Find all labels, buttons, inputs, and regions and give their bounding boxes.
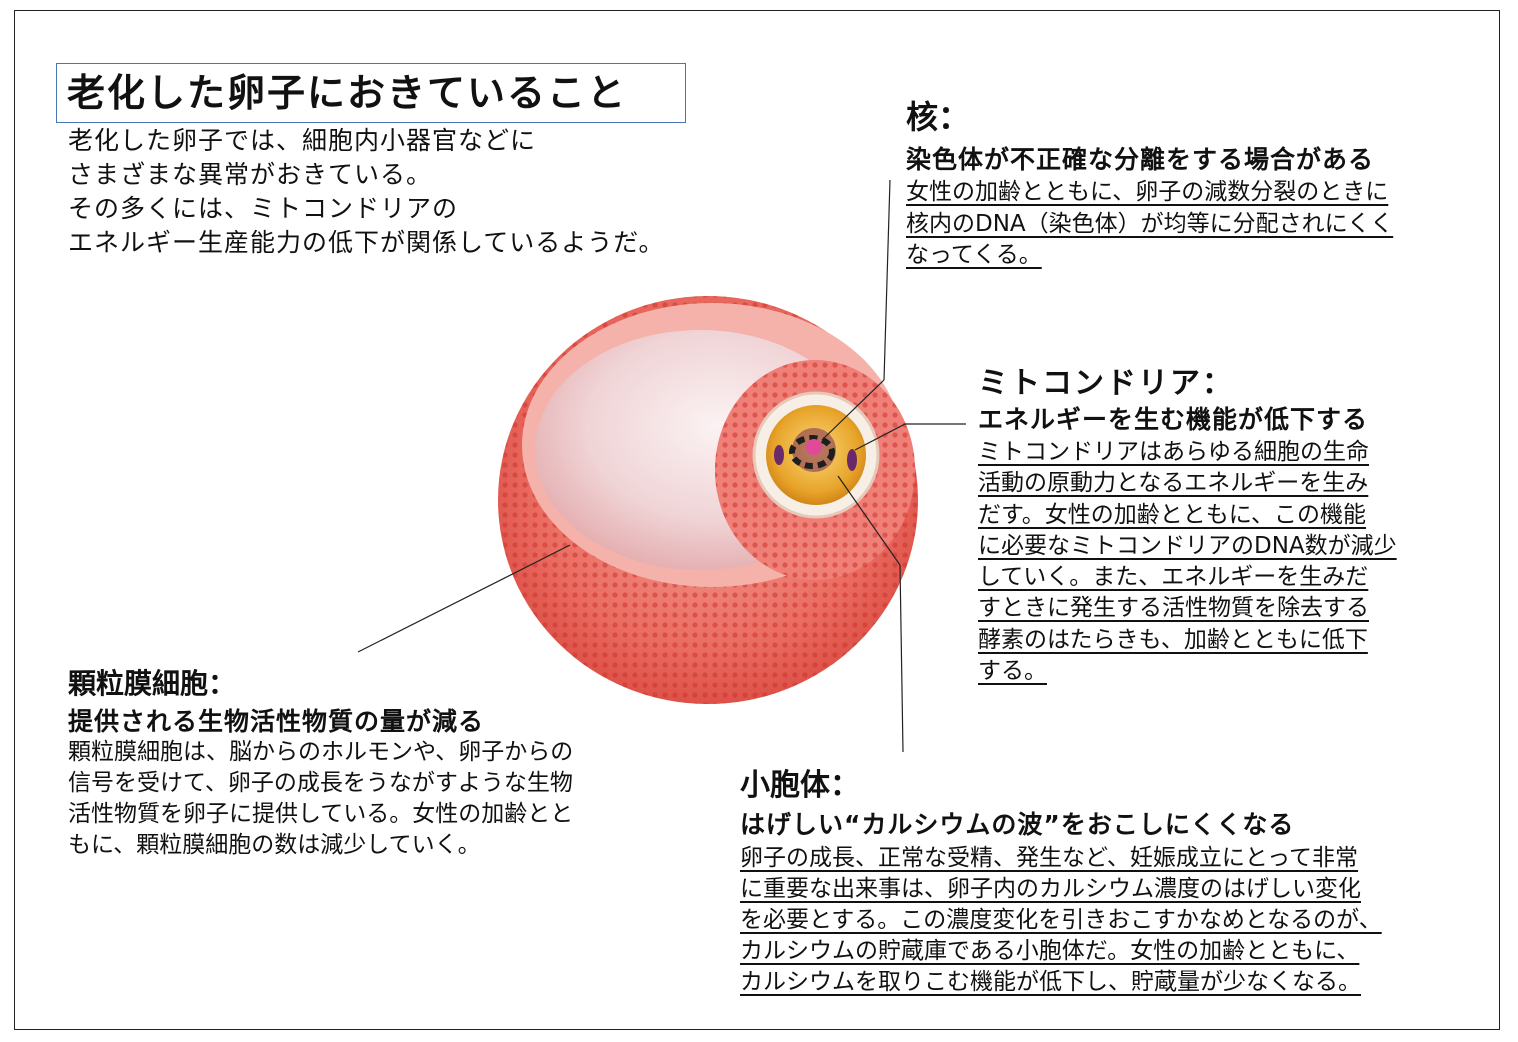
leader-nucleus [883,179,891,381]
leader-vesicle [899,564,904,753]
vesicle-body-line: カルシウムを取りこむ機能が低下し、貯蔵量が少なくなる。 [740,969,1361,995]
granulosa-heading: 顆粒膜細胞： [68,667,237,700]
intro-text: 老化した卵子では、細胞内小器官などに さまざまな異常がおきている。 その多くには… [68,124,665,260]
nucleolus [806,439,822,455]
granulosa-body-line: もに、顆粒膜細胞の数は減少していく。 [68,832,481,858]
mitochondria-body-line: する。 [978,658,1047,685]
intro-line: 老化した卵子では、細胞内小器官などに [68,126,537,155]
mitochondria-body-line: ミトコンドリアはあらゆる細胞の生命 [978,439,1369,465]
vesicle-subheading: はげしい“カルシウムの波”をおこしにくくなる [740,810,1295,839]
mitochondria-right [847,449,857,471]
chromosomes [789,435,835,469]
mitochondria-body-line: に必要なミトコンドリアのDNA数が減少 [978,532,1397,559]
leader-granulosa [357,544,571,653]
mitochondria-left [774,445,784,465]
mitochondria-body-line: すときに発生する活性物質を除去する [978,595,1369,622]
vesicle-body-line: 卵子の成長、正常な受精、発生など、妊娠成立にとって非常 [740,845,1359,871]
mitochondria-body-line: していく。また、エネルギーを生みだ [978,564,1369,591]
mitochondria-heading: ミトコンドリア： [978,366,1234,401]
leader-vesicle-tip [837,475,901,566]
vesicle-body-line: に重要な出来事は、卵子内のカルシウム濃度のはげしい変化 [740,876,1361,902]
mitochondria-body: ミトコンドリアはあらゆる細胞の生命 活動の原動力となるエネルギーを生み だす。女… [978,437,1397,687]
leader-nucleus-tip [821,379,885,441]
vesicle-body: 卵子の成長、正常な受精、発生など、妊娠成立にとって非常 に重要な出来事は、卵子内… [740,843,1382,998]
granulosa-body: 顆粒膜細胞は、脳からのホルモンや、卵子からの 信号を受けて、卵子の成長をうながす… [68,737,573,861]
page-frame [14,10,1500,1030]
page-title: 老化した卵子におきていること [56,63,686,123]
granulosa-body-line: 顆粒膜細胞は、脳からのホルモンや、卵子からの [68,739,574,765]
leader-mitochondria-tip [854,423,906,451]
nucleus-body-line: なってくる。 [906,242,1042,268]
intro-line: その多くには、ミトコンドリアの [68,194,459,223]
nucleus-subheading: 染色体が不正確な分離をする場合がある [906,145,1375,174]
intro-line: さまざまな異常がおきている。 [68,160,433,189]
vesicle-body-line: を必要とする。この濃度変化を引きおこすかなめとなるのが、 [740,907,1382,933]
mitochondria-subheading: エネルギーを生む機能が低下する [978,405,1369,434]
granulosa-body-line: 活性物質を卵子に提供している。女性の加齢とと [68,801,574,827]
nucleus-body: 女性の加齢とともに、卵子の減数分裂のときに 核内のDNA（染色体）が均等に分配さ… [906,177,1393,272]
mitochondria-body-line: だす。女性の加齢とともに、この機能 [978,501,1367,528]
granulosa-body-line: 信号を受けて、卵子の成長をうながすような生物 [68,770,573,796]
intro-line: エネルギー生産能力の低下が関係しているようだ。 [68,228,665,257]
vesicle-heading: 小胞体： [740,768,860,803]
nucleus-body-line: 女性の加齢とともに、卵子の減数分裂のときに [906,179,1389,205]
granulosa-subheading: 提供される生物活性物質の量が減る [68,707,485,736]
vesicle-body-line: カルシウムの貯蔵庫である小胞体だ。女性の加齢とともに、 [740,938,1360,964]
nucleus-body-line: 核内のDNA（染色体）が均等に分配されにくく [906,210,1394,237]
mitochondria-body-line: 活動の原動力となるエネルギーを生み [978,470,1369,497]
nucleus-heading: 核： [906,98,971,136]
mitochondria-body-line: 酵素のはたらきも、加齢とともに低下 [978,626,1368,653]
